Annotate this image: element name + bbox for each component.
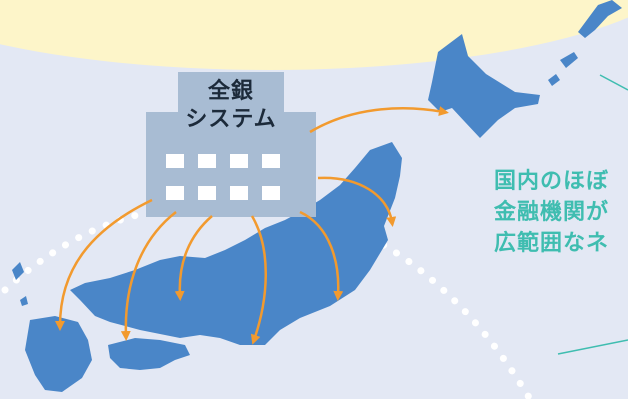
arrow-kyushu bbox=[55, 198, 153, 331]
building-windows bbox=[166, 154, 280, 200]
arrow-shikoku bbox=[120, 211, 177, 341]
warm-glow bbox=[0, 0, 628, 70]
hokkaido-island bbox=[428, 34, 540, 138]
arrow-hokkaido bbox=[309, 106, 449, 134]
japan-map bbox=[12, 0, 622, 392]
building-label-line1: 全銀 bbox=[207, 79, 254, 104]
caption-line1: 国内のほぼ bbox=[494, 169, 610, 194]
caption-text: 国内のほぼ 金融機関が 広範囲なネ bbox=[494, 166, 628, 259]
shikoku-island bbox=[108, 338, 190, 370]
arrow-kansai bbox=[250, 215, 267, 345]
honshu-island bbox=[70, 142, 402, 345]
building-label-line2: システム bbox=[185, 107, 277, 132]
building-label: 全銀 システム bbox=[150, 78, 312, 134]
arrow-kanto bbox=[299, 210, 344, 301]
kyushu-island bbox=[25, 316, 92, 392]
arrow-chugoku bbox=[174, 215, 213, 301]
dotted-orbit bbox=[1, 200, 534, 399]
callout-lines bbox=[557, 74, 628, 355]
building-tower bbox=[178, 72, 284, 116]
zengin-building bbox=[146, 72, 316, 217]
caption-line3: 広範囲なネ bbox=[494, 231, 610, 256]
northern-islands bbox=[548, 0, 622, 86]
connection-arrows bbox=[55, 106, 449, 345]
caption-line2: 金融機関が bbox=[494, 200, 610, 225]
arrow-tohoku bbox=[317, 176, 397, 227]
